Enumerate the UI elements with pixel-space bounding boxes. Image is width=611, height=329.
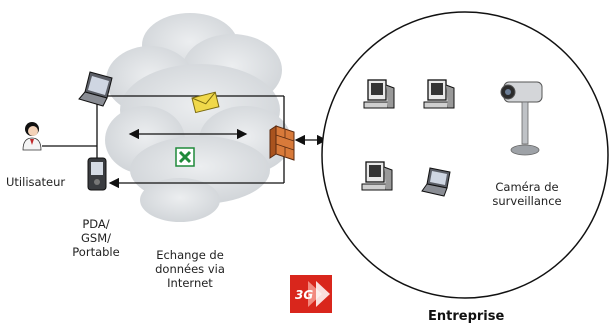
exchange-label: Echange de données via Internet: [150, 248, 230, 290]
desktop-icon: [363, 79, 395, 109]
exchange-label-line: Internet: [167, 276, 213, 290]
user-label: Utilisateur: [6, 175, 66, 189]
exchange-label-line: Echange de: [156, 248, 224, 262]
device-label: PDA/ GSM/ Portable: [70, 217, 122, 259]
pda-icon: [87, 157, 107, 191]
person-icon: [22, 122, 42, 151]
envelope-icon: [191, 91, 220, 114]
firewall-icon: [269, 125, 295, 161]
enterprise-boundary: [321, 11, 609, 299]
internet-cloud: [105, 13, 291, 222]
device-label-line: Portable: [72, 245, 120, 259]
desktop-icon: [423, 79, 455, 109]
laptop-icon: [78, 71, 113, 107]
camera-label-line: Caméra de: [495, 180, 559, 194]
camera-label-line: surveillance: [492, 194, 562, 208]
device-label-line: GSM/: [80, 231, 111, 245]
desktop-icon: [361, 161, 393, 191]
camera-icon: [500, 81, 543, 156]
logo-3g-icon: 3G: [290, 275, 332, 313]
device-label-line: PDA/: [82, 217, 110, 231]
logo-3g-text: 3G: [295, 288, 313, 302]
camera-label: Caméra de surveillance: [482, 180, 572, 208]
exchange-label-line: données via: [155, 262, 225, 276]
enterprise-label: Entreprise: [428, 309, 505, 324]
excel-icon: [175, 147, 195, 167]
laptop-icon: [421, 167, 451, 197]
